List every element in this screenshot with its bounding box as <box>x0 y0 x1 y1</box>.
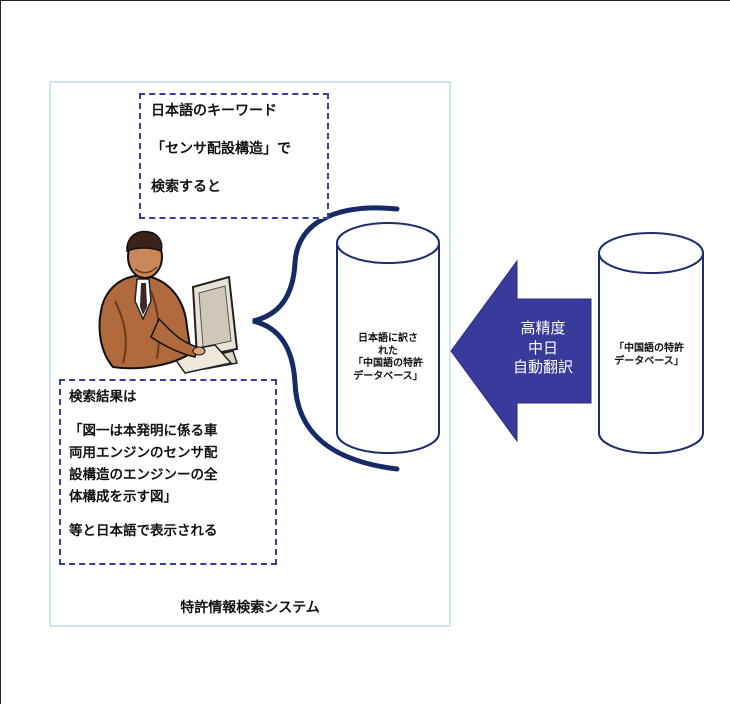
results-line-6: 等と日本語で表示される <box>69 523 218 539</box>
jp-database-cylinder-icon <box>336 222 440 454</box>
arrow-line-2: 中日 <box>527 338 558 357</box>
cn-db-line-1: 「中国語の特許 <box>614 343 684 354</box>
arrow-line-1: 高精度 <box>520 319 566 337</box>
person-at-computer-icon <box>98 230 239 374</box>
results-line-2: 「図一は本発明に係る車 <box>69 423 218 439</box>
cn-database-cylinder-icon <box>598 232 704 454</box>
keyword-line-2: 「センサ配設構造」で <box>151 141 291 157</box>
keyword-callout-box: 日本語のキーワード 「センサ配設構造」で 検索すると <box>139 93 329 219</box>
curly-brace <box>252 205 400 472</box>
jp-db-line-2: れた <box>378 345 398 357</box>
results-line-1: 検索結果は <box>69 389 137 405</box>
jp-db-line-3: 「中国語の特許 <box>353 358 423 369</box>
results-line-3: 両用エンジンのセンサ配 <box>69 445 218 461</box>
cn-database-label: 「中国語の特許 データベース」 <box>593 343 705 368</box>
jp-db-line-4: データベース」 <box>353 370 423 382</box>
cn-db-line-2: データベース」 <box>614 355 684 367</box>
results-line-4: 設構造のエンジンーの全 <box>69 467 218 483</box>
arrow-line-3: 自動翻訳 <box>512 358 573 376</box>
system-title: 特許情報検索システム <box>180 600 320 616</box>
jp-database-label: 日本語に訳さ れた 「中国語の特許 データベース」 <box>333 333 443 383</box>
keyword-line-1: 日本語のキーワード <box>151 103 277 119</box>
jp-db-line-1: 日本語に訳さ <box>358 333 418 344</box>
keyword-line-3: 検索すると <box>151 179 221 195</box>
translation-arrow-label: 高精度 中日 自動翻訳 <box>493 319 593 378</box>
translation-arrow <box>450 259 592 443</box>
results-line-5: 体構成を示す図」 <box>69 489 177 505</box>
results-callout-box: 検索結果は 「図一は本発明に係る車 両用エンジンのセンサ配 設構造のエンジンーの… <box>59 379 277 565</box>
